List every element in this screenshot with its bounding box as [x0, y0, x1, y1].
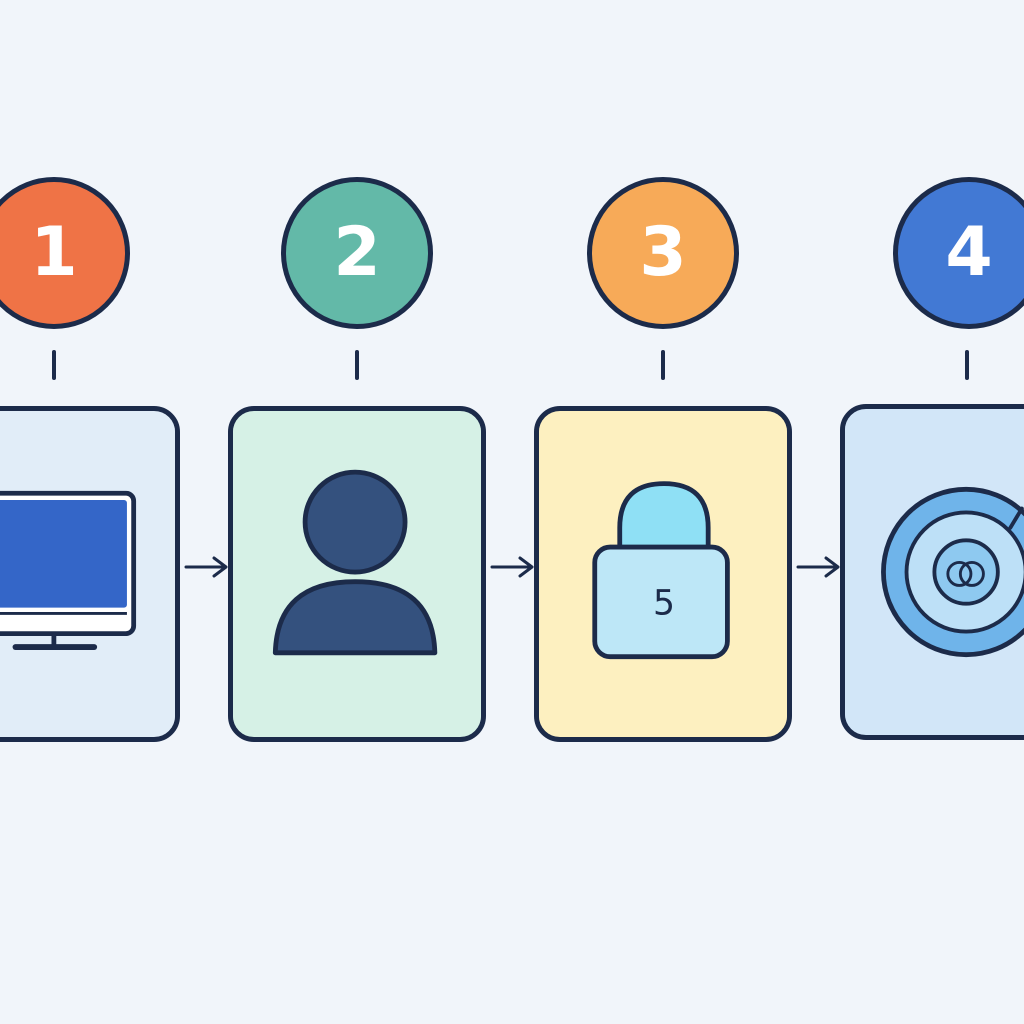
- step-2-connector: [355, 350, 359, 380]
- target-icon: [845, 410, 1024, 734]
- step-4-card: [840, 404, 1024, 740]
- computer-monitor-icon: [0, 412, 175, 736]
- arrow-3-to-4: [796, 552, 842, 582]
- step-1-connector: [52, 350, 56, 380]
- step-2-badge: 2: [281, 177, 433, 329]
- arrow-1-to-2: [184, 552, 230, 582]
- arrow-right-icon: [184, 556, 228, 578]
- user-icon: [233, 412, 481, 736]
- step-1-badge: 1: [0, 177, 130, 329]
- step-4-connector: [965, 350, 969, 380]
- arrow-right-icon: [490, 556, 534, 578]
- step-3-badge: 3: [587, 177, 739, 329]
- arrow-2-to-3: [490, 552, 536, 582]
- padlock-icon: 5: [539, 412, 787, 736]
- arrow-right-icon: [796, 556, 840, 578]
- step-2-card: [228, 406, 486, 742]
- step-4-badge: 4: [893, 177, 1024, 329]
- step-3-card: 5: [534, 406, 792, 742]
- step-3-connector: [661, 350, 665, 380]
- lock-digit: 5: [653, 583, 675, 623]
- step-1-card: [0, 406, 180, 742]
